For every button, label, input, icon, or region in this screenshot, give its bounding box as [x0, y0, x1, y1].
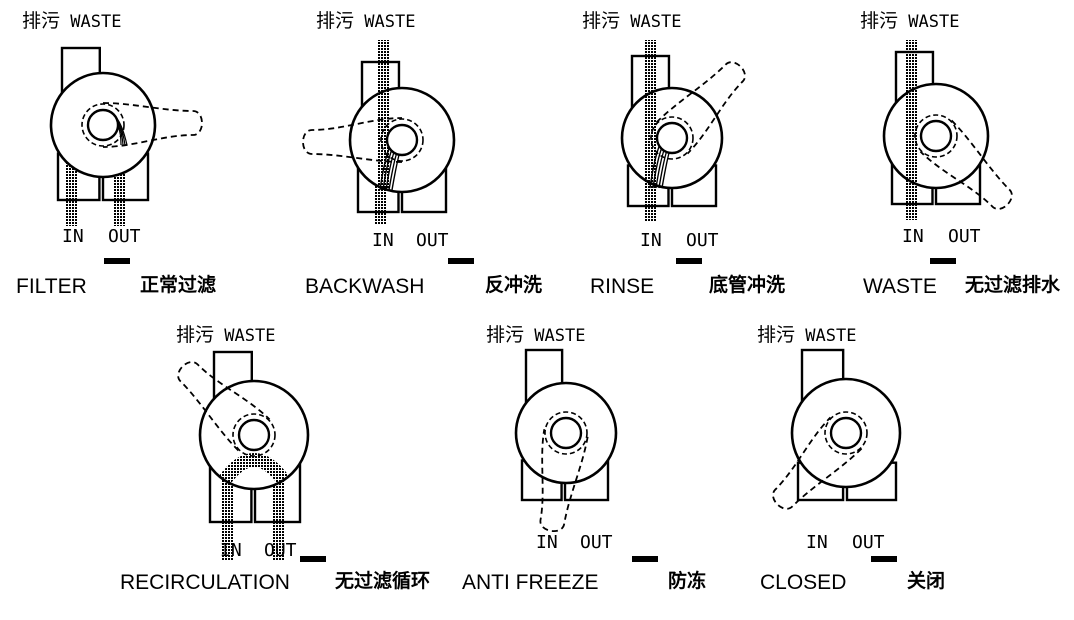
recirculation-waste-label-zh: 排污 — [176, 324, 215, 346]
backwash-in-label: IN — [372, 230, 394, 251]
rinse-mode-label-zh: 底管冲洗 — [709, 274, 786, 296]
anti-freeze-hub-outline — [544, 411, 588, 455]
filter-in-label: IN — [62, 226, 84, 247]
closed-hub — [829, 416, 863, 450]
backwash-mode-label: BACKWASH — [305, 275, 425, 298]
backwash-mode-label-zh: 反冲洗 — [485, 274, 543, 296]
closed-hub-outline — [824, 411, 868, 455]
recirculation-handle — [177, 361, 271, 452]
filter-in-pipe-hatch — [66, 158, 78, 226]
backwash-waste-label-zh: 排污 — [316, 10, 355, 32]
rinse-waste-label-zh: 排污 — [582, 10, 621, 32]
recirculation-hub-outline — [232, 413, 276, 457]
recirculation-bypass-hatch — [218, 453, 290, 486]
anti-freeze-handle-outline — [539, 429, 589, 532]
anti-freeze-out-label: OUT — [580, 532, 613, 553]
filter-mode-label-zh: 正常过滤 — [140, 274, 217, 296]
closed-waste-label: 排污 WASTE — [757, 326, 856, 345]
rinse-waste-label-en: WASTE — [630, 12, 682, 32]
recirculation-pointer-mark — [300, 556, 326, 562]
filter-waste-label-en: WASTE — [70, 12, 122, 32]
rinse-in-label: IN — [640, 230, 662, 251]
filter-out-label: OUT — [108, 226, 141, 247]
waste-hub-outline — [914, 114, 958, 158]
closed-handle-outline — [772, 416, 863, 510]
closed-pointer-mark — [871, 556, 897, 562]
filter-handle-outline — [102, 102, 203, 148]
closed-mode-label: CLOSED — [760, 571, 847, 594]
waste-in-label: IN — [902, 226, 924, 247]
waste-mode-label: WASTE — [863, 275, 937, 298]
closed-waste-label-zh: 排污 — [757, 324, 796, 346]
waste-waste-label-en: WASTE — [908, 12, 960, 32]
anti-freeze-waste-label-en: WASTE — [534, 326, 586, 346]
recirculation-handle-outline — [177, 361, 271, 452]
filter-waste-label: 排污 WASTE — [22, 12, 121, 31]
backwash-hub — [385, 123, 419, 157]
rinse-waste-pipe-hatch — [644, 40, 656, 100]
backwash-waste-label-en: WASTE — [364, 12, 416, 32]
recirculation-out-label: OUT — [264, 540, 297, 561]
recirculation-mode-label: RECIRCULATION — [120, 571, 290, 594]
filter-handle — [102, 102, 203, 148]
waste-out-label: OUT — [948, 226, 981, 247]
closed-waste-label-en: WASTE — [805, 326, 857, 346]
filter-mode-label: FILTER — [16, 275, 87, 298]
rinse-out-label: OUT — [686, 230, 719, 251]
recirculation-mode-label-zh: 无过滤循环 — [335, 570, 431, 592]
rinse-hub-outline — [650, 116, 694, 160]
filter-hub — [86, 108, 120, 142]
filter-waste-label-zh: 排污 — [22, 10, 61, 32]
recirculation-in-pipe-hatch — [222, 480, 234, 560]
backwash-hub-outline — [380, 118, 424, 162]
filter-pointer-mark — [104, 258, 130, 264]
waste-waste-label-zh: 排污 — [860, 10, 899, 32]
anti-freeze-hub — [549, 416, 583, 450]
rinse-mode-label: RINSE — [590, 275, 655, 298]
anti-freeze-mode-label: ANTI FREEZE — [462, 571, 599, 594]
anti-freeze-waste-label-zh: 排污 — [486, 324, 525, 346]
backwash-waste-pipe-hatch — [378, 40, 390, 100]
backwash-handle — [302, 117, 403, 163]
rinse-hub — [655, 121, 689, 155]
closed-handle — [772, 416, 863, 510]
anti-freeze-mode-label-zh: 防冻 — [668, 570, 707, 592]
backwash-waste-label: 排污 WASTE — [316, 12, 415, 31]
backwash-handle-outline — [302, 117, 403, 163]
backwash-pointer-mark — [448, 258, 474, 264]
anti-freeze-pointer-mark — [632, 556, 658, 562]
waste-pointer-mark — [930, 258, 956, 264]
rinse-handle-outline — [655, 61, 746, 155]
rinse-pointer-mark — [676, 258, 702, 264]
waste-waste-label: 排污 WASTE — [860, 12, 959, 31]
rinse-handle — [655, 61, 746, 155]
anti-freeze-waste-label: 排污 WASTE — [486, 326, 585, 345]
rinse-through-hatch — [644, 88, 656, 188]
recirculation-waste-label-en: WASTE — [224, 326, 276, 346]
backwash-out-label: OUT — [416, 230, 449, 251]
rinse-waste-label: 排污 WASTE — [582, 12, 681, 31]
waste-handle-outline — [919, 119, 1013, 210]
anti-freeze-in-label: IN — [536, 532, 558, 553]
closed-out-label: OUT — [852, 532, 885, 553]
waste-mode-label-zh: 无过滤排水 — [965, 274, 1061, 296]
waste-handle — [919, 119, 1013, 210]
closed-in-label: IN — [806, 532, 828, 553]
waste-through-hatch — [905, 84, 917, 188]
recirculation-out-pipe-hatch — [272, 480, 284, 560]
closed-mode-label-zh: 关闭 — [907, 570, 946, 592]
anti-freeze-handle — [539, 429, 589, 532]
recirculation-in-label: IN — [220, 540, 242, 561]
recirculation-waste-label: 排污 WASTE — [176, 326, 275, 345]
filter-hub-outline — [81, 103, 125, 147]
recirculation-hub — [237, 418, 271, 452]
waste-hub — [919, 119, 953, 153]
